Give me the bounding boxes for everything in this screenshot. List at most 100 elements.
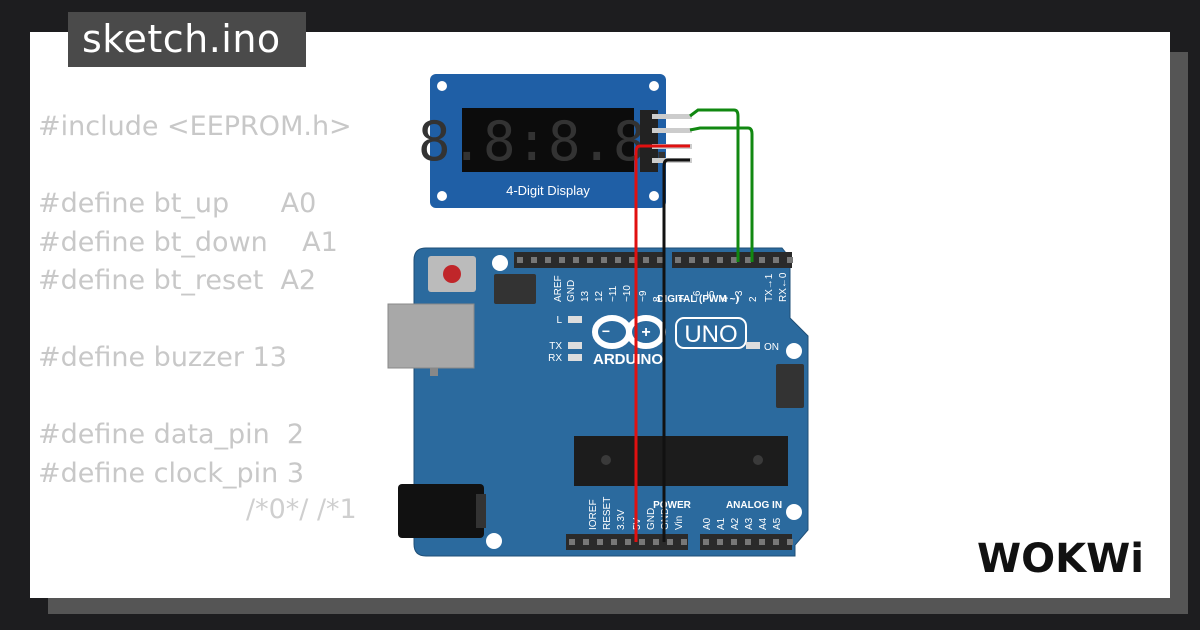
- header-pin[interactable]: [745, 257, 751, 263]
- wires[interactable]: [634, 108, 754, 542]
- pin-label: 4: [720, 296, 731, 302]
- header-pin[interactable]: [639, 539, 645, 545]
- svg-text:ON: ON: [764, 342, 779, 353]
- segment-digits: 8.8:8.8.: [418, 110, 678, 173]
- code-line: #define buzzer 13: [38, 342, 287, 373]
- header-pin[interactable]: [587, 257, 593, 263]
- header-pin[interactable]: [787, 257, 793, 263]
- header-pin[interactable]: [717, 539, 723, 545]
- pin-label: ~5: [706, 290, 717, 302]
- header-pin[interactable]: [569, 539, 575, 545]
- header-pin[interactable]: [517, 257, 523, 263]
- header-pin[interactable]: [611, 539, 617, 545]
- digital-section-label: DIGITAL (PWM ~): [657, 294, 739, 305]
- header-pin[interactable]: [601, 257, 607, 263]
- header-pin[interactable]: [773, 539, 779, 545]
- header-pin[interactable]: [545, 257, 551, 263]
- mounting-hole: [486, 533, 502, 549]
- display-pin-header: [640, 110, 658, 172]
- header-pin[interactable]: [667, 539, 673, 545]
- analog-section-label: ANALOG IN: [726, 500, 782, 511]
- code-line: #define data_pin 2: [38, 419, 305, 450]
- wire-dio[interactable]: [689, 126, 754, 262]
- pin-label: A2: [730, 517, 741, 530]
- code-line-partial: /*0*/ /*1: [246, 494, 357, 525]
- pin-label: ~9: [638, 290, 649, 302]
- mounting-hole: [437, 191, 447, 201]
- file-tab-title[interactable]: sketch.ino: [68, 12, 306, 67]
- led-l: [568, 316, 582, 323]
- pin-label: 3.3V: [616, 509, 627, 530]
- usb-connector: [387, 303, 475, 369]
- wire-vcc[interactable]: [634, 144, 690, 542]
- pin-label: RX←0: [778, 272, 789, 302]
- pin-label: TX→1: [764, 273, 775, 302]
- power-jack: [398, 484, 484, 538]
- reset-button-cap[interactable]: [443, 265, 461, 283]
- wokwi-logo: WOKWi: [977, 536, 1144, 582]
- code-editor[interactable]: #include <EEPROM.h> #define bt_up A0#def…: [38, 108, 352, 493]
- header-pin[interactable]: [643, 257, 649, 263]
- header-pin[interactable]: [681, 539, 687, 545]
- pin-label: AREF: [553, 275, 564, 302]
- pin-label: Vin: [674, 516, 685, 530]
- pin-label: ~11: [608, 285, 619, 302]
- code-line: #define clock_pin 3: [38, 457, 305, 489]
- header-pin[interactable]: [597, 539, 603, 545]
- mounting-hole: [786, 504, 802, 520]
- pin-label: A4: [758, 517, 769, 530]
- pin-label: 8: [652, 296, 663, 302]
- svg-text:L: L: [556, 315, 562, 326]
- mounting-hole: [649, 191, 659, 201]
- header-pin[interactable]: [615, 257, 621, 263]
- wire-clk[interactable]: [689, 108, 740, 262]
- header-pin[interactable]: [653, 539, 659, 545]
- pin-label: A1: [716, 517, 727, 530]
- wire-gnd[interactable]: [662, 158, 690, 542]
- header-pin[interactable]: [629, 257, 635, 263]
- pin-label: GND: [566, 280, 577, 302]
- header-pin[interactable]: [759, 539, 765, 545]
- pin-label: RESET: [602, 497, 613, 530]
- four-digit-display-module[interactable]: 8.8:8.8. 4-Digit Display: [418, 74, 692, 208]
- header-pin[interactable]: [703, 257, 709, 263]
- mounting-hole: [492, 255, 508, 271]
- header-pin[interactable]: [773, 257, 779, 263]
- svg-text:+: +: [641, 324, 650, 341]
- pin-label: 12: [594, 290, 605, 302]
- mounting-hole: [649, 81, 659, 91]
- header-pin[interactable]: [787, 539, 793, 545]
- pin-label: ~10: [622, 285, 633, 302]
- pin-label: A0: [702, 517, 713, 530]
- wokwi-logo-text: WOKWi: [977, 536, 1144, 582]
- header-pin[interactable]: [745, 539, 751, 545]
- header-pin[interactable]: [759, 257, 765, 263]
- segment-display: [462, 108, 634, 172]
- pin-label: 7: [678, 296, 689, 302]
- code-line: #include <EEPROM.h>: [38, 111, 352, 142]
- arduino-uno-board[interactable]: − + ARDUINO UNO L TX RX ON DIGITAL (PWM …: [387, 247, 809, 557]
- arduino-brand-text: ARDUINO: [593, 351, 663, 368]
- icsp2-header: [776, 364, 804, 408]
- header-pin[interactable]: [559, 257, 565, 263]
- header-pin[interactable]: [531, 257, 537, 263]
- pin-label: GND: [646, 508, 657, 530]
- header-pin[interactable]: [657, 257, 663, 263]
- pin-label: 13: [580, 290, 591, 302]
- led-on: [746, 342, 760, 349]
- header-pin[interactable]: [625, 539, 631, 545]
- icsp-header: [494, 274, 536, 304]
- header-pin[interactable]: [731, 257, 737, 263]
- mounting-hole: [437, 81, 447, 91]
- header-pin[interactable]: [703, 539, 709, 545]
- header-pin[interactable]: [573, 257, 579, 263]
- header-pin[interactable]: [689, 257, 695, 263]
- header-pin[interactable]: [583, 539, 589, 545]
- header-pin[interactable]: [675, 257, 681, 263]
- power-section-label: POWER: [653, 500, 692, 511]
- header-pin[interactable]: [717, 257, 723, 263]
- svg-text:−: −: [602, 323, 610, 339]
- header-pin[interactable]: [731, 539, 737, 545]
- svg-text:RX: RX: [548, 353, 562, 364]
